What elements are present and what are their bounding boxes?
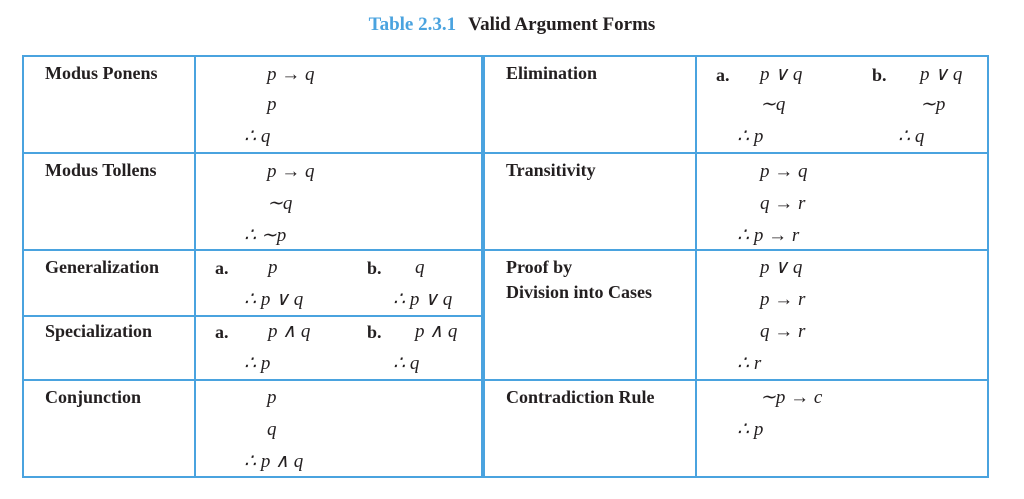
- border: [22, 476, 989, 478]
- border: [22, 55, 24, 478]
- variant-label: b.: [367, 258, 382, 278]
- variant-label: b.: [367, 322, 382, 342]
- rule-name: Proof by: [506, 257, 573, 277]
- premise: p: [267, 94, 277, 115]
- premise: p → q: [267, 161, 315, 182]
- border: [22, 55, 989, 57]
- rule-name: Modus Ponens: [45, 63, 158, 83]
- conclusion: ∴ ∼p: [244, 225, 287, 246]
- conclusion: ∴ p ∨ q: [244, 289, 304, 310]
- border: [987, 55, 989, 478]
- premise: p ∧ q: [268, 321, 311, 342]
- premise: p ∧ q: [415, 321, 458, 342]
- conclusion: ∴ p → r: [737, 225, 800, 246]
- premise: p → q: [267, 64, 315, 85]
- premise: p ∨ q: [920, 64, 963, 85]
- premise: ∼q: [760, 94, 786, 115]
- premise: p: [268, 257, 278, 278]
- conclusion: ∴ p: [737, 126, 764, 147]
- premise: p ∨ q: [760, 64, 803, 85]
- rule-name: Modus Tollens: [45, 160, 157, 180]
- conclusion: ∴ r: [737, 353, 762, 374]
- premise: q: [415, 257, 425, 278]
- border: [22, 152, 989, 154]
- premise: p ∨ q: [760, 257, 803, 278]
- premise: p → q: [760, 161, 808, 182]
- variant-label: a.: [716, 65, 730, 85]
- premise: ∼q: [267, 193, 293, 214]
- variant-label: a.: [215, 322, 229, 342]
- rule-name: Division into Cases: [506, 282, 653, 302]
- premise: q → r: [760, 193, 806, 214]
- conclusion: ∴ q: [244, 126, 271, 147]
- conclusion: ∴ p: [244, 353, 271, 374]
- premise: p: [267, 387, 277, 408]
- premise: q → r: [760, 321, 806, 342]
- border: [22, 379, 989, 381]
- table-caption: Valid Argument Forms: [468, 14, 656, 35]
- border: [695, 55, 697, 478]
- border: [22, 249, 989, 251]
- premise: ∼p → c: [760, 387, 823, 408]
- conclusion: ∴ p ∨ q: [393, 289, 453, 310]
- rule-name: Generalization: [45, 257, 159, 277]
- rule-name: Contradiction Rule: [506, 387, 655, 407]
- rule-name: Elimination: [506, 63, 598, 83]
- conclusion: ∴ p: [737, 419, 764, 440]
- variant-label: a.: [215, 258, 229, 278]
- border: [194, 55, 196, 478]
- center-divider: [481, 55, 485, 478]
- table-number: Table 2.3.1: [368, 14, 457, 35]
- conclusion: ∴ q: [898, 126, 925, 147]
- border: [22, 315, 483, 317]
- conclusion: ∴ q: [393, 353, 420, 374]
- premise: ∼p: [920, 94, 946, 115]
- table-title: Table 2.3.1 Valid Argument Forms: [0, 14, 1024, 36]
- conclusion: ∴ p ∧ q: [244, 451, 304, 472]
- rule-name: Transitivity: [506, 160, 596, 180]
- variant-label: b.: [872, 65, 887, 85]
- premise: q: [267, 419, 277, 440]
- premise: p → r: [760, 289, 806, 310]
- rule-name: Specialization: [45, 321, 152, 341]
- rule-name: Conjunction: [45, 387, 142, 407]
